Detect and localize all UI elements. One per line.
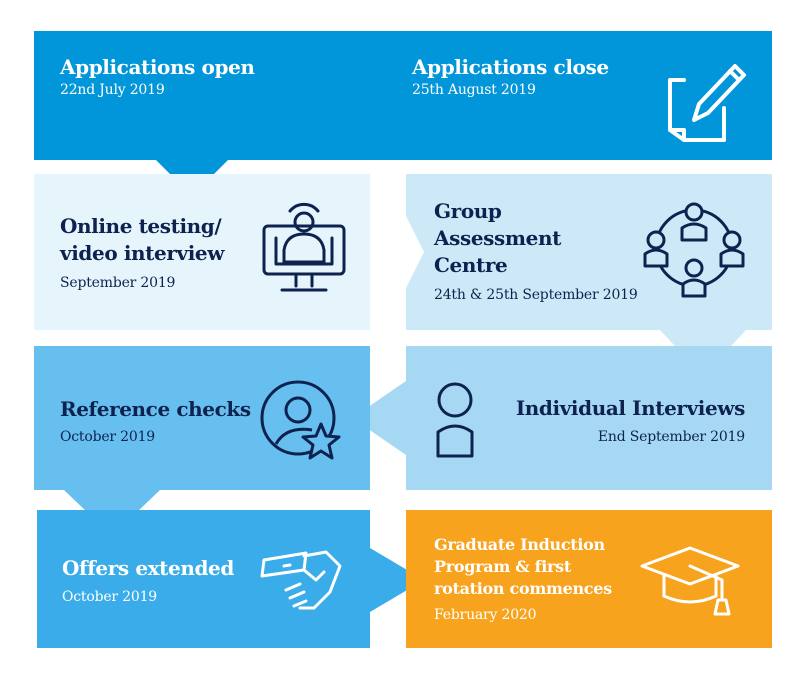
video-call-icon — [262, 202, 346, 292]
step-title-line: Online testing/ — [60, 214, 222, 238]
step-date: 24th & 25th September 2019 — [434, 287, 638, 303]
step-date: October 2019 — [62, 589, 157, 605]
step-title: Applications close — [412, 55, 609, 79]
step-title-line: Assessment — [434, 226, 561, 250]
step-box-reference-checks — [34, 346, 370, 536]
step-box-graduate-induction — [406, 510, 772, 648]
step-title-line: Graduate Induction — [434, 535, 605, 554]
step-title: Offers extended — [62, 556, 234, 580]
step-title-line: rotation commences — [434, 579, 612, 598]
step-date: End September 2019 — [597, 429, 745, 445]
step-date: September 2019 — [60, 275, 176, 291]
step-title-line: Centre — [434, 253, 508, 277]
graduation-cap-icon — [640, 546, 740, 616]
step-box-online-testing — [34, 174, 370, 330]
step-date: 22nd July 2019 — [60, 82, 165, 98]
step-date: October 2019 — [60, 429, 155, 445]
step-date: February 2020 — [434, 607, 537, 623]
step-title-line: Group — [434, 199, 502, 223]
step-band-applications — [34, 31, 772, 196]
person-star-icon — [260, 380, 341, 460]
step-box-offers-extended — [37, 510, 424, 648]
step-title: Applications open — [60, 55, 255, 79]
step-title: Individual Interviews — [515, 396, 746, 420]
person-icon — [436, 382, 474, 458]
step-title-line: video interview — [60, 241, 225, 265]
step-box-individual-interviews — [352, 346, 772, 490]
handshake-icon — [260, 550, 342, 610]
step-title-line: Program & first — [434, 557, 571, 576]
step-title: Reference checks — [60, 397, 251, 421]
pencil-paper-icon — [668, 64, 746, 142]
step-date: 25th August 2019 — [412, 82, 536, 98]
group-circle-icon — [643, 202, 745, 298]
